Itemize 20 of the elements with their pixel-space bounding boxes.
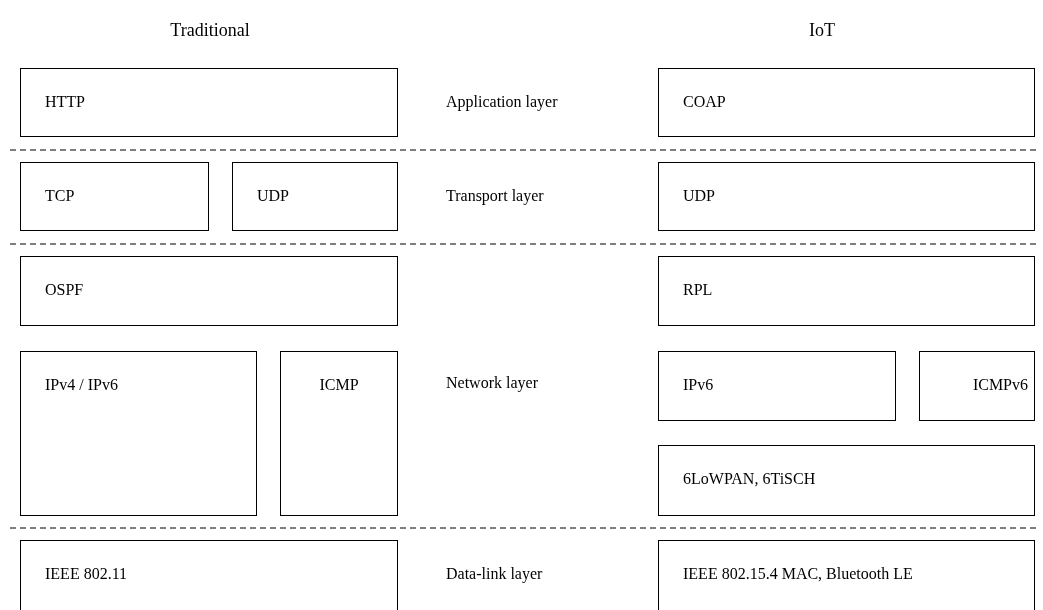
- protocol-box: 6LoWPAN, 6TiSCH: [658, 445, 1035, 516]
- protocol-box: UDP: [658, 162, 1035, 231]
- protocol-box: IPv4 / IPv6: [20, 351, 257, 516]
- layer-label: Application layer: [446, 92, 558, 112]
- layer-label: Network layer: [446, 373, 538, 393]
- protocol-box: IEEE 802.11: [20, 540, 398, 610]
- protocol-box: ICMP: [280, 351, 398, 516]
- protocol-box: RPL: [658, 256, 1035, 326]
- layer-label: Data-link layer: [446, 564, 543, 584]
- protocol-box: IEEE 802.15.4 MAC, Bluetooth LE: [658, 540, 1035, 610]
- protocol-box: TCP: [20, 162, 209, 231]
- column-heading: Traditional: [170, 20, 250, 40]
- protocol-box: HTTP: [20, 68, 398, 137]
- protocol-box: UDP: [232, 162, 398, 231]
- protocol-box: ICMPv6: [919, 351, 1035, 421]
- layer-label: Transport layer: [446, 186, 544, 206]
- column-heading: IoT: [809, 20, 835, 40]
- protocol-box: COAP: [658, 68, 1035, 137]
- protocol-box: IPv6: [658, 351, 896, 421]
- protocol-box: OSPF: [20, 256, 398, 326]
